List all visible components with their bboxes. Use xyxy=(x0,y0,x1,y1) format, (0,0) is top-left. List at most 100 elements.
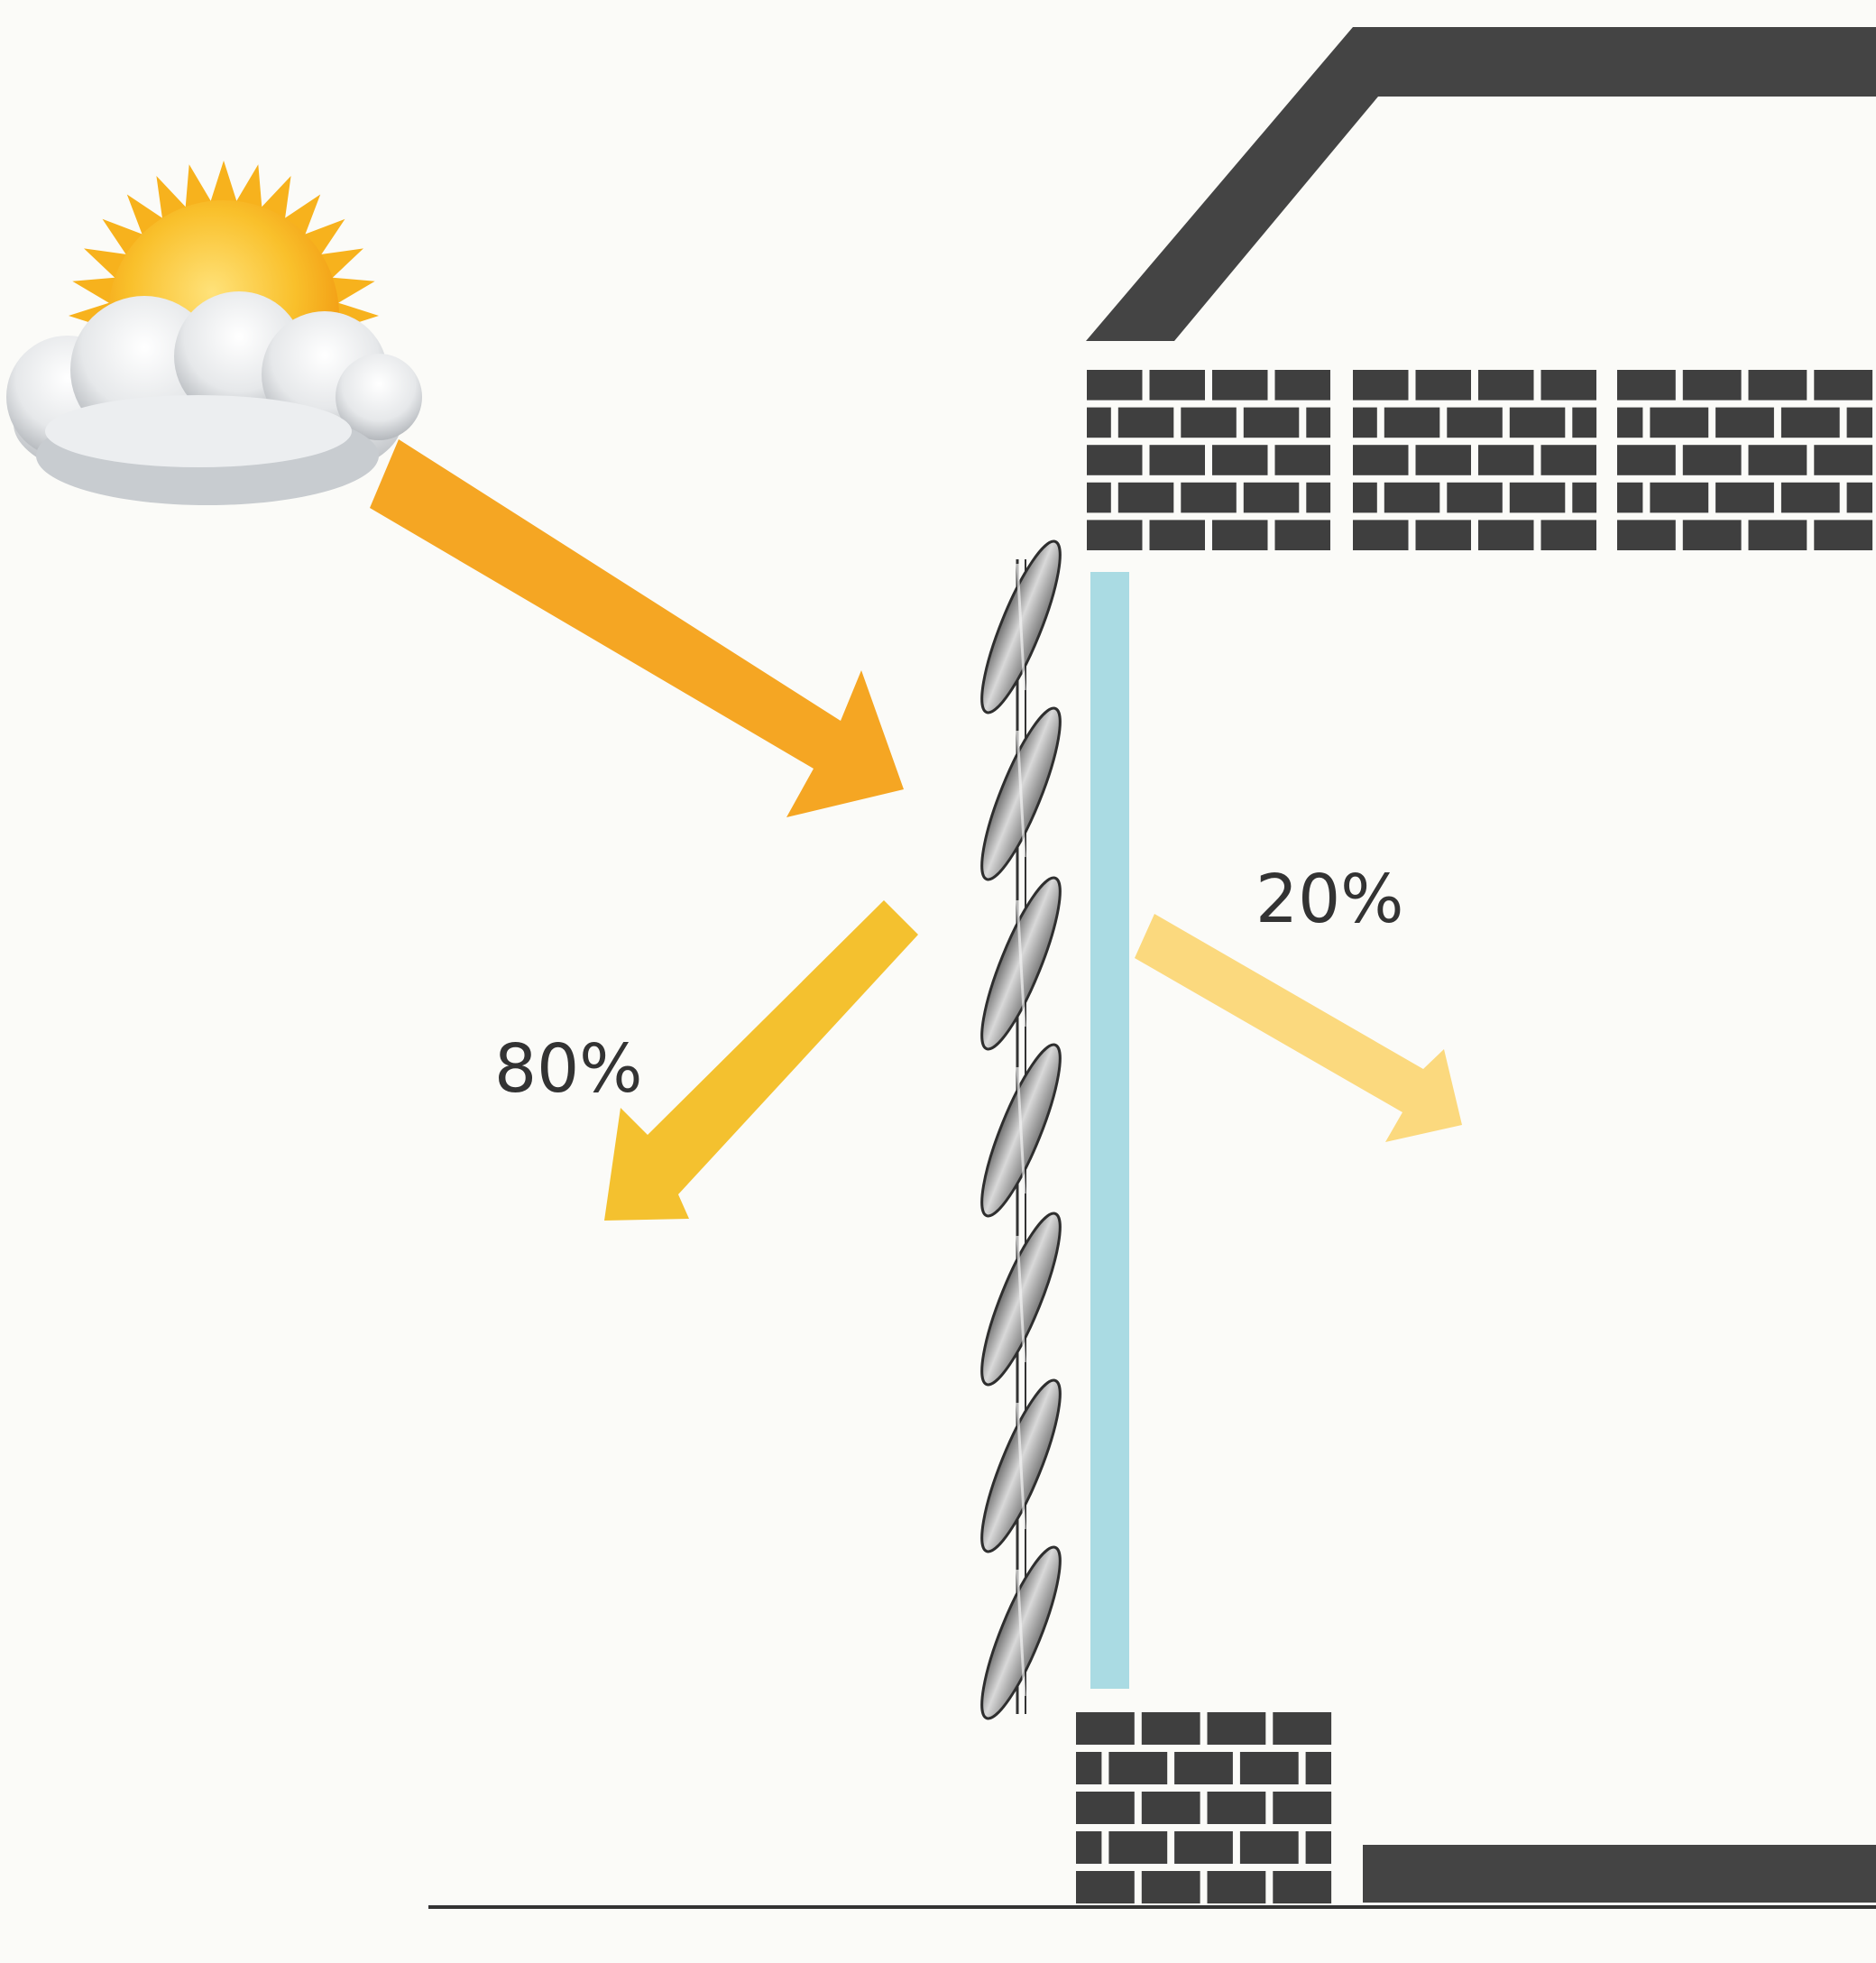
brick xyxy=(1108,1752,1168,1784)
brick xyxy=(1814,445,1873,475)
brick xyxy=(1748,445,1807,475)
brick xyxy=(1087,407,1111,438)
brick xyxy=(1273,1792,1332,1824)
brick xyxy=(1239,1831,1299,1864)
brick xyxy=(1353,482,1377,513)
brick xyxy=(1207,1712,1266,1745)
brick xyxy=(1305,1752,1331,1784)
brick xyxy=(1149,445,1205,475)
brick xyxy=(1141,1792,1200,1824)
brick xyxy=(1305,1831,1331,1864)
brick xyxy=(1181,407,1237,438)
brick xyxy=(1478,520,1534,550)
brick xyxy=(1141,1871,1200,1903)
brick xyxy=(1076,1712,1135,1745)
brick xyxy=(1087,370,1143,401)
louver-highlight xyxy=(1016,563,1026,691)
brick xyxy=(1650,482,1709,513)
brick xyxy=(1076,1752,1102,1784)
brick xyxy=(1540,370,1596,401)
reflected-percent-label: 80% xyxy=(494,1030,642,1108)
brick xyxy=(1780,482,1840,513)
brick xyxy=(1682,520,1742,550)
glass-window-pane xyxy=(1090,572,1129,1689)
brick xyxy=(1384,482,1440,513)
brick xyxy=(1617,370,1676,401)
external-louver-shade xyxy=(980,539,1062,1720)
brick xyxy=(1814,370,1873,401)
brick xyxy=(1087,445,1143,475)
brick xyxy=(1447,482,1503,513)
roof xyxy=(1086,27,1876,341)
incoming-sunlight-arrow xyxy=(370,439,904,817)
brick xyxy=(1572,407,1597,438)
reflected-light-arrow xyxy=(604,900,918,1221)
brick xyxy=(1212,520,1268,550)
transmitted-percent-label: 20% xyxy=(1255,861,1403,938)
brick xyxy=(1076,1871,1135,1903)
brick xyxy=(1748,370,1807,401)
upper-brick-lintel xyxy=(1087,370,1873,550)
brick xyxy=(1617,482,1643,513)
brick xyxy=(1117,482,1174,513)
louver-highlight xyxy=(1016,1402,1026,1530)
brick xyxy=(1306,407,1331,438)
brick xyxy=(1273,1712,1332,1745)
brick xyxy=(1243,407,1300,438)
louver-highlight xyxy=(1016,730,1026,858)
brick xyxy=(1212,445,1268,475)
brick xyxy=(1415,520,1471,550)
brick xyxy=(1617,520,1676,550)
brick xyxy=(1274,520,1330,550)
brick xyxy=(1540,520,1596,550)
brick xyxy=(1748,520,1807,550)
brick xyxy=(1306,482,1331,513)
brick xyxy=(1149,370,1205,401)
brick xyxy=(1353,407,1377,438)
sun-behind-cloud-icon xyxy=(6,161,422,505)
brick xyxy=(1384,407,1440,438)
brick xyxy=(1239,1752,1299,1784)
brick xyxy=(1447,407,1503,438)
louver-highlight xyxy=(1016,899,1026,1028)
brick xyxy=(1076,1831,1102,1864)
louver-highlight xyxy=(1016,1569,1026,1697)
brick xyxy=(1478,370,1534,401)
brick xyxy=(1415,370,1471,401)
brick xyxy=(1617,445,1676,475)
brick xyxy=(1149,520,1205,550)
brick xyxy=(1509,407,1566,438)
brick xyxy=(1174,1831,1233,1864)
brick xyxy=(1274,370,1330,401)
brick xyxy=(1415,445,1471,475)
brick xyxy=(1207,1792,1266,1824)
brick xyxy=(1780,407,1840,438)
brick xyxy=(1353,520,1409,550)
louver-highlight xyxy=(1016,1066,1026,1194)
brick xyxy=(1174,1752,1233,1784)
brick xyxy=(1715,407,1774,438)
louver-highlight xyxy=(1016,1235,1026,1363)
brick xyxy=(1650,407,1709,438)
brick xyxy=(1617,407,1643,438)
brick xyxy=(1117,407,1174,438)
brick xyxy=(1207,1871,1266,1903)
brick xyxy=(1274,445,1330,475)
brick xyxy=(1076,1792,1135,1824)
transmitted-light-arrow xyxy=(1135,914,1462,1142)
brick xyxy=(1212,370,1268,401)
brick xyxy=(1087,482,1111,513)
brick xyxy=(1353,370,1409,401)
lower-brick-sill xyxy=(1076,1712,1332,1903)
brick xyxy=(1141,1712,1200,1745)
cloud-shape xyxy=(6,291,422,505)
brick xyxy=(1509,482,1566,513)
brick xyxy=(1087,520,1143,550)
brick xyxy=(1814,520,1873,550)
brick xyxy=(1108,1831,1168,1864)
brick xyxy=(1181,482,1237,513)
brick xyxy=(1572,482,1597,513)
brick xyxy=(1682,370,1742,401)
brick xyxy=(1353,445,1409,475)
